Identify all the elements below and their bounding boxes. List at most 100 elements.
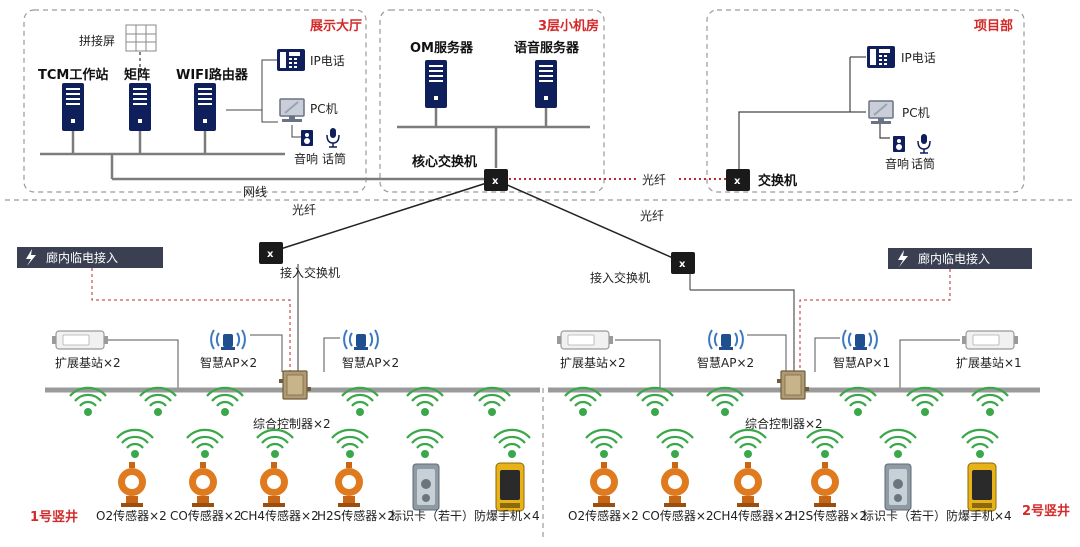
shaft1-ap-right-label: 智慧AP×2 <box>342 355 399 370</box>
project-pc-icon <box>868 100 894 125</box>
zone-label-room: 3层小机房 <box>538 18 599 34</box>
shaft2-access-label: 接入交换机 <box>590 270 650 285</box>
pc-label: PC机 <box>310 102 338 116</box>
zone-label-project: 项目部 <box>974 18 1013 34</box>
project-mic-icon <box>917 133 931 154</box>
fiber-top-label: 光纤 <box>642 173 666 187</box>
mic-label: 话筒 <box>322 151 346 166</box>
om-label: OM服务器 <box>410 40 474 56</box>
shaft1-access-switch-icon: x <box>259 242 283 264</box>
project-speaker-label: 音响 <box>885 156 909 171</box>
speaker-label: 音响 <box>294 151 318 166</box>
shaft2-drops <box>615 334 960 390</box>
room-lan-lines <box>397 108 590 168</box>
shaft1-access-label: 接入交换机 <box>280 265 340 280</box>
shaft2-ext-right-base-icon <box>961 330 1019 350</box>
shaft2-ap-right-label: 智慧AP×1 <box>833 355 890 370</box>
shaft2-name: 2号竖井 <box>1022 503 1070 519</box>
shaft1-ext-base-icon <box>51 330 109 350</box>
shaft1-power-line <box>91 268 291 372</box>
fiber-right-label: 光纤 <box>640 209 664 223</box>
voice-server-icon <box>535 60 557 108</box>
hall-lan-lines <box>40 130 496 181</box>
shaft1-controller-label: 综合控制器×2 <box>253 416 331 431</box>
svg-text:廊内临电接入: 廊内临电接入 <box>918 251 990 266</box>
svg-text:CH4传感器×2: CH4传感器×2 <box>713 508 792 523</box>
svg-text:x: x <box>734 176 741 187</box>
ip-phone-label: IP电话 <box>310 54 345 68</box>
shaft1-power-banner: 廊内临电接入 <box>17 247 163 268</box>
shaft2-devices <box>590 462 997 512</box>
shaft2-controller-icon <box>776 370 810 400</box>
project-ip-phone-icon <box>867 46 895 68</box>
splice-screen-icon <box>125 24 157 52</box>
tcm-server-icon <box>62 83 84 131</box>
shaft2-controller-label: 综合控制器×2 <box>745 416 823 431</box>
ip-phone-icon <box>277 49 305 71</box>
svg-text:CH4传感器×2: CH4传感器×2 <box>240 508 319 523</box>
fiber-left-label: 光纤 <box>292 203 316 217</box>
core-switch-icon: x <box>484 169 508 191</box>
svg-text:防爆手机×4: 防爆手机×4 <box>946 508 1012 523</box>
svg-text:廊内临电接入: 廊内临电接入 <box>46 250 118 265</box>
fiber-shaft-lines <box>270 179 683 263</box>
shaft1-ap-left-icon <box>210 329 246 351</box>
shaft1-name: 1号竖井 <box>30 509 78 525</box>
mic-icon <box>326 127 340 148</box>
shaft1-sensor-labels: O2传感器×2 CO传感器×2 CH4传感器×2 H2S传感器×2 标识卡（若干… <box>96 508 540 523</box>
shaft1-ext-label: 扩展基站×2 <box>55 356 121 370</box>
svg-text:防爆手机×4: 防爆手机×4 <box>474 508 540 523</box>
speaker-icon <box>301 130 313 146</box>
lightning-icon <box>898 250 908 267</box>
project-pc-label: PC机 <box>902 106 930 120</box>
svg-text:标识卡（若干）: 标识卡（若干） <box>862 509 946 523</box>
shaft2-power-banner: 廊内临电接入 <box>888 248 1032 269</box>
cable-label: 网线 <box>243 185 267 199</box>
wifi-router-icon <box>194 83 216 131</box>
project-switch-icon: x <box>726 169 750 191</box>
svg-text:O2传感器×2: O2传感器×2 <box>568 508 639 523</box>
shaft2-ap-left-label: 智慧AP×2 <box>697 355 754 370</box>
shaft2-sensor-labels: O2传感器×2 CO传感器×2 CH4传感器×2 H2S传感器×2 标识卡（若干… <box>568 508 1012 523</box>
splice-screen-label: 拼接屏 <box>79 33 115 48</box>
svg-text:x: x <box>679 259 686 270</box>
tcm-label: TCM工作站 <box>38 67 108 83</box>
project-mic-label: 话筒 <box>911 156 935 171</box>
svg-text:CO传感器×2: CO传感器×2 <box>170 508 242 523</box>
shaft2-power-line <box>799 269 951 372</box>
shaft2-ext-right-label: 扩展基站×1 <box>956 356 1022 370</box>
svg-text:H2S传感器×2: H2S传感器×2 <box>317 508 395 523</box>
shaft2-sensor-wifi-row <box>584 428 1000 460</box>
om-server-icon <box>425 60 447 108</box>
shaft1-drops <box>100 334 340 390</box>
core-switch-label: 核心交换机 <box>412 154 477 170</box>
project-ip-phone-label: IP电话 <box>901 51 936 65</box>
svg-text:x: x <box>492 176 499 187</box>
project-speaker-icon <box>893 136 905 152</box>
shaft2-uplink-path <box>690 289 795 372</box>
svg-text:x: x <box>267 249 274 260</box>
shaft1-ap-right-icon <box>343 329 379 351</box>
shaft2-ext-left-base-icon <box>556 330 614 350</box>
project-switch-label: 交换机 <box>758 173 797 189</box>
shaft1-controller-icon <box>278 370 312 400</box>
project-lines <box>738 56 890 170</box>
hall-zone-box <box>23 9 367 193</box>
svg-text:O2传感器×2: O2传感器×2 <box>96 508 167 523</box>
shaft1-ap-left-label: 智慧AP×2 <box>200 355 257 370</box>
zone-label-hall: 展示大厅 <box>310 18 362 34</box>
voice-label: 语音服务器 <box>514 40 580 56</box>
matrix-server-icon <box>129 83 151 131</box>
svg-text:H2S传感器×2: H2S传感器×2 <box>789 508 867 523</box>
shaft2-ext-left-label: 扩展基站×2 <box>560 356 626 370</box>
shaft1-devices <box>118 462 525 512</box>
shaft2-access-switch-icon: x <box>671 252 695 274</box>
lightning-icon <box>26 249 36 266</box>
project-zone-box <box>706 9 1025 193</box>
svg-text:CO传感器×2: CO传感器×2 <box>642 508 714 523</box>
wifi-label: WIFI路由器 <box>176 67 249 83</box>
shaft2-ap-right-icon <box>842 329 878 351</box>
shaft2-ap-left-icon <box>708 329 744 351</box>
room-zone-box <box>379 9 605 193</box>
